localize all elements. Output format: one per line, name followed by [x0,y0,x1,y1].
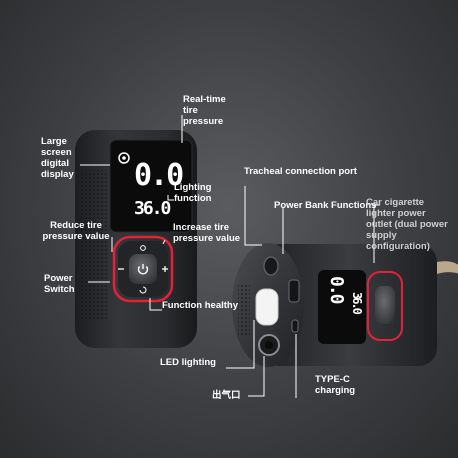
front-pressure-reading: 0.0 [134,158,184,193]
air-outlet-core [265,341,273,349]
callout-led-lighting: LED lighting [160,357,216,368]
back-end-grill [238,285,250,335]
callout-power-bank-functions: Power Bank Functions [274,200,377,211]
callout-cigarette-lighter-outlet: Car cigarette lighter power outlet (dual… [366,197,448,252]
back-pressure-reading: 0.0 [326,276,347,303]
front-panel-frame [112,235,174,303]
callout-real-time-tire-pressure: Real-time tire pressure [183,94,226,127]
callout-increase-tire-pressure: Increase tire pressure value [173,222,241,244]
callout-air-outlet: 出气口 [212,390,241,401]
callout-leaders [80,115,380,398]
callout-power-switch: Power Switch [44,273,75,295]
type-c-port[interactable] [291,319,299,333]
power-icon [137,264,149,275]
plus-icon[interactable] [162,266,168,272]
back-screen [318,270,366,344]
led-lamp [255,288,279,326]
usb-port[interactable] [288,279,300,303]
front-screen [109,139,193,233]
light-bulb-icon[interactable] [140,245,146,251]
callout-type-c-charging: TYPE-C charging [315,374,356,396]
charging-cable [437,261,458,274]
callout-large-screen-display: Large screen digital display [41,136,74,180]
front-device-grill [80,170,108,320]
back-secondary-reading: 36.0 [350,292,364,313]
gear-icon [118,152,130,164]
callout-function-healthy: Function healthy [162,300,238,311]
tracheal-port[interactable] [263,256,279,276]
mode-icon[interactable] [139,286,147,294]
callout-tracheal-connection-port: Tracheal connection port [244,166,357,177]
callout-lighting-function: Lighting function [174,182,212,204]
back-device [232,243,458,367]
back-panel-frame [367,271,403,341]
front-secondary-reading: 36.0 [134,198,171,219]
callout-reduce-tire-pressure: Reduce tire pressure value [42,220,110,242]
front-device [75,130,197,348]
back-panel-button[interactable] [375,286,395,324]
